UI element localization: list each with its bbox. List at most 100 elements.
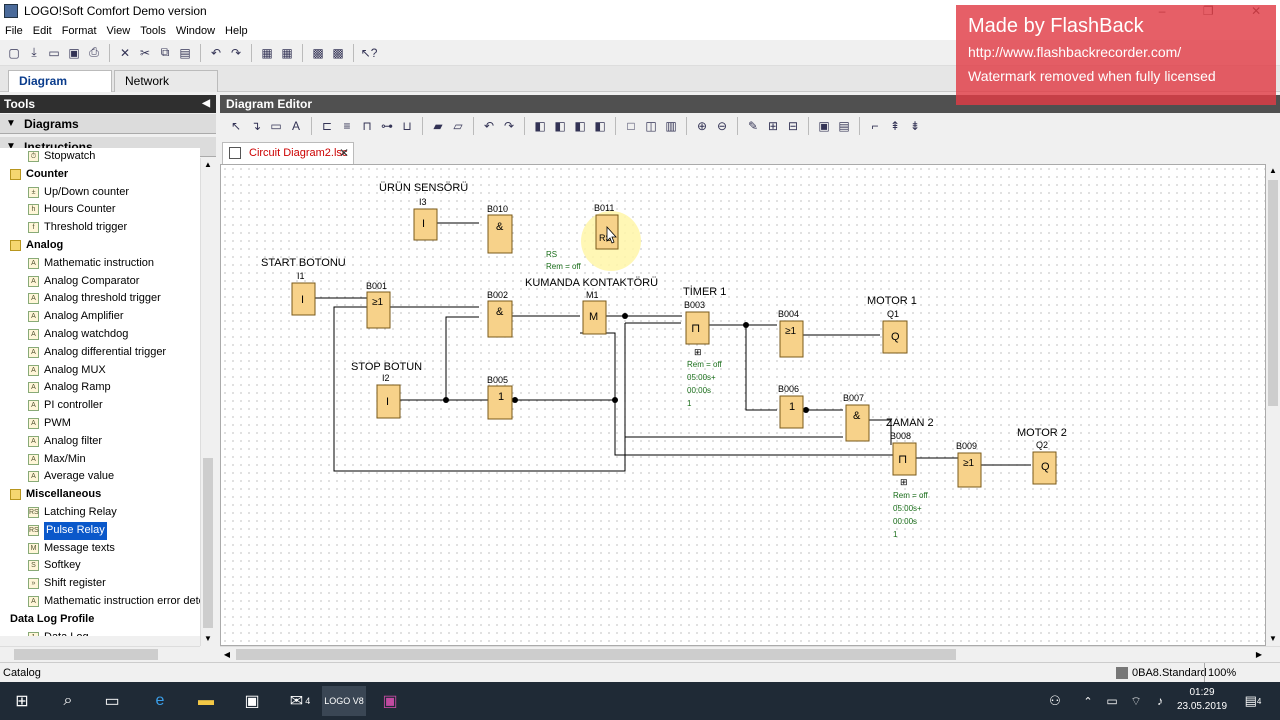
page-triple-icon[interactable]: ▥: [665, 119, 677, 133]
save-icon[interactable]: ▣: [68, 45, 80, 60]
edge-browser-icon[interactable]: e: [155, 692, 165, 709]
block-b005[interactable]: B005 1: [487, 375, 513, 420]
taskbar-clock[interactable]: 01:29 23.05.2019: [1174, 686, 1230, 714]
block-b004[interactable]: B004 ≥1: [778, 309, 804, 358]
scroll-left-icon[interactable]: ◀: [223, 650, 231, 659]
block-b007[interactable]: B007 &: [843, 393, 870, 442]
constant-tool-icon[interactable]: ▭: [270, 119, 282, 133]
mail-icon[interactable]: ✉4: [289, 693, 311, 710]
download-icon[interactable]: ⤓: [31, 45, 37, 59]
tree-category[interactable]: Miscellaneous: [0, 486, 200, 504]
move-up-icon[interactable]: ⇞: [889, 119, 901, 133]
align-middle-icon[interactable]: ⊶: [381, 119, 393, 133]
cut-connection-icon[interactable]: ⌐: [871, 119, 879, 133]
volume-icon[interactable]: ♪: [1157, 694, 1163, 708]
online-test-icon[interactable]: ▩: [312, 45, 324, 60]
logo-soft-app-icon[interactable]: LOGO V8: [322, 686, 366, 716]
tree-item[interactable]: 1Data Log: [0, 629, 200, 636]
l-icon[interactable]: ◧: [594, 119, 606, 133]
simulation-start-icon[interactable]: ▣: [818, 119, 830, 133]
block-m1[interactable]: M1 M: [582, 290, 607, 335]
print-icon[interactable]: ⎙: [89, 45, 99, 59]
menu-edit[interactable]: Edit: [32, 25, 52, 37]
menu-file[interactable]: File: [5, 25, 23, 37]
redo-icon[interactable]: ↷: [230, 45, 242, 60]
redo-icon[interactable]: ↷: [503, 119, 515, 133]
connect-tool-icon[interactable]: ↴: [250, 119, 262, 133]
highlight-icon[interactable]: ✎: [747, 119, 759, 133]
canvas-vertical-scrollbar[interactable]: ▲ ▼: [1266, 164, 1280, 646]
menu-tools[interactable]: Tools: [140, 25, 166, 37]
menu-format[interactable]: Format: [61, 25, 97, 37]
tab-diagram-mode[interactable]: Diagram Mode: [8, 70, 112, 108]
cut-icon[interactable]: ✂: [139, 45, 151, 60]
block-b002[interactable]: B002 &: [487, 290, 513, 338]
search-icon[interactable]: ⌕: [63, 692, 73, 709]
block-i3[interactable]: I3 I: [413, 197, 438, 241]
open-folder-icon[interactable]: ▭: [48, 45, 60, 60]
store-icon[interactable]: ▣: [244, 693, 260, 710]
canvas-horizontal-scrollbar[interactable]: ◀ ▶: [220, 646, 1280, 662]
layout-icon[interactable]: ⊟: [787, 119, 799, 133]
diagram-canvas[interactable]: ÜRÜN SENSÖRÜ START BOTONU KUMANDA KONTAK…: [220, 164, 1266, 646]
tree-item[interactable]: ±Up/Down counter: [0, 184, 200, 202]
block-b011[interactable]: B011 RS RS Rem = off: [546, 203, 641, 271]
delete-icon[interactable]: ✕: [119, 45, 131, 60]
tree-scroll-thumb[interactable]: [203, 458, 213, 628]
paste-icon[interactable]: ▤: [179, 45, 191, 60]
file-explorer-icon[interactable]: ▬: [198, 692, 214, 709]
tree-horizontal-scrollbar[interactable]: [0, 646, 200, 662]
block-b003[interactable]: B003 ⊓ ⊞ Rem = off 05:00s+ 00:00s 1: [684, 300, 723, 408]
windows-start-icon[interactable]: ⊞: [15, 693, 29, 710]
block-i2[interactable]: I2 I: [376, 373, 401, 419]
transfer-logo-icon[interactable]: ▦: [281, 45, 293, 60]
help-cursor-icon[interactable]: ↖?: [360, 45, 378, 60]
tab-network-project[interactable]: Network Project: [114, 70, 218, 108]
block-b009[interactable]: B009 ≥1: [956, 441, 982, 488]
align-center-icon[interactable]: ≡: [343, 119, 351, 133]
tree-vertical-scrollbar[interactable]: ▲ ▼: [200, 158, 214, 646]
block-b008[interactable]: B008 ⊓ ⊞ Rem = off 05:00s+ 00:00s 1: [890, 431, 929, 539]
tree-category[interactable]: Analog: [0, 237, 200, 255]
menu-window[interactable]: Window: [175, 25, 216, 37]
flashback-recorder-icon[interactable]: ▣: [382, 693, 398, 710]
copy-icon[interactable]: ⧉: [160, 45, 170, 59]
block-i1[interactable]: I1 I: [291, 271, 316, 316]
transfer-pc-icon[interactable]: ▦: [261, 45, 273, 60]
block-q1[interactable]: Q1 Q: [882, 309, 908, 354]
block-b006[interactable]: B006 1: [778, 384, 804, 429]
scroll-down-icon[interactable]: ▼: [204, 634, 212, 643]
undo-icon[interactable]: ↶: [483, 119, 495, 133]
block-q2[interactable]: Q2 Q: [1032, 440, 1057, 485]
text-tool-icon[interactable]: A: [291, 119, 300, 133]
sf-icon[interactable]: ◧: [574, 119, 586, 133]
scroll-right-icon[interactable]: ▶: [1255, 650, 1263, 659]
notification-icon[interactable]: ▤4: [1244, 693, 1262, 708]
simulation-icon[interactable]: ▩: [332, 45, 344, 60]
move-down-icon[interactable]: ⇟: [909, 119, 921, 133]
scroll-down-icon[interactable]: ▼: [1269, 634, 1277, 643]
tree-item[interactable]: Data Log Profile: [0, 611, 200, 629]
page-single-icon[interactable]: □: [627, 119, 635, 133]
zoom-in-icon[interactable]: ⊕: [696, 119, 708, 133]
menu-help[interactable]: Help: [225, 25, 248, 37]
gf-icon[interactable]: ◧: [554, 119, 566, 133]
group-icon[interactable]: ▰: [433, 119, 443, 133]
align-bottom-icon[interactable]: ⊔: [402, 119, 412, 133]
document-tab[interactable]: Circuit Diagram2.lsc ✕: [222, 142, 354, 164]
ungroup-icon[interactable]: ▱: [453, 119, 463, 133]
tree-item[interactable]: ⏱Stopwatch: [0, 148, 200, 166]
online-test-icon[interactable]: ▤: [838, 119, 850, 133]
expand-icon[interactable]: ⊞: [900, 477, 908, 487]
